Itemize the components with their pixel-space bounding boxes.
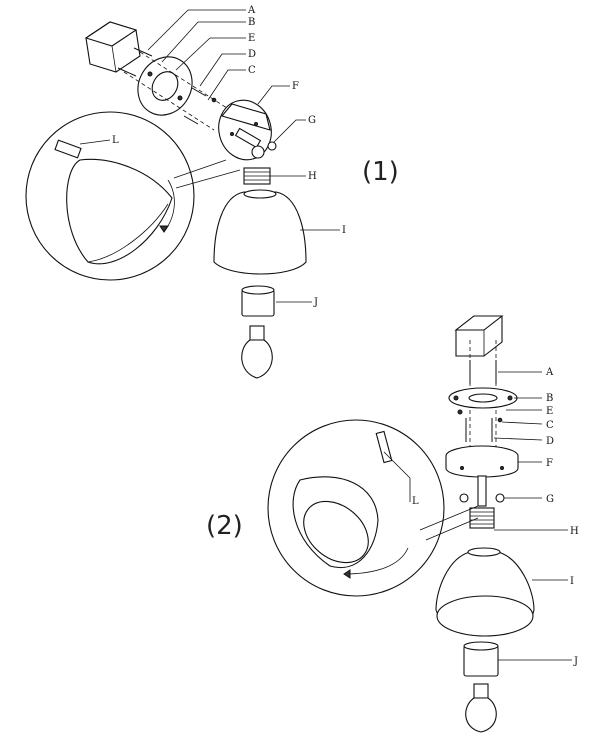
fig2-label-c: C	[546, 420, 554, 431]
fig2-socket-j	[463, 641, 499, 677]
fig1-screw-d	[183, 87, 217, 125]
fig2-labels: A B E C D F G H I J L	[412, 367, 579, 667]
fig1-mounting-plate-b	[137, 56, 193, 116]
figure-2: A B E C D F G H I J L (2)	[206, 315, 579, 733]
fig1-thread-ring-h	[243, 167, 271, 185]
fig2-bulb	[465, 683, 497, 733]
fig1-bulb	[241, 325, 273, 379]
fig2-detail-circle	[267, 419, 479, 597]
fig2-stem	[477, 475, 487, 507]
fig1-leader-lines	[79, 9, 340, 303]
fig2-label-i: I	[570, 576, 574, 587]
fig2-label-j: J	[573, 656, 578, 667]
fig2-junction-box	[454, 315, 504, 357]
fig2-screw-a	[469, 360, 497, 384]
fig1-screw-a	[117, 47, 153, 77]
fig2-leader-lines	[383, 371, 572, 661]
fig2-label-f: F	[546, 458, 553, 469]
fig1-label-i: I	[342, 225, 346, 236]
fig1-label-c: C	[248, 65, 256, 76]
fig1-junction-box	[84, 21, 141, 73]
fig1-label-d: D	[248, 49, 256, 60]
fig2-label-l: L	[412, 496, 419, 507]
fig2-canopy-f	[445, 445, 519, 478]
fig1-label-f: F	[292, 81, 299, 92]
figure-1-label: (1)	[362, 157, 399, 187]
fig1-label-e: E	[248, 33, 255, 44]
fig2-shade-i	[435, 547, 535, 637]
fig1-label-h: H	[308, 171, 317, 182]
figure-2-label: (2)	[206, 511, 243, 541]
fig2-label-d: D	[546, 436, 554, 447]
fig1-detail-circle	[25, 111, 241, 281]
fig2-cap-g	[459, 493, 505, 503]
fig2-mounting-plate-b	[448, 387, 518, 409]
fig2-label-e: E	[546, 406, 553, 417]
fig1-label-b: B	[248, 17, 255, 28]
fig1-label-l: L	[112, 135, 119, 146]
fig2-label-h: H	[570, 526, 579, 537]
fig1-canopy-f	[218, 99, 272, 161]
fig1-arm	[234, 127, 265, 159]
fig2-thread-ring-h	[469, 507, 495, 529]
figure-1: A B E D C F G H I J L (1)	[25, 5, 399, 379]
fig1-shade-i	[213, 189, 307, 275]
fig1-cap-g	[267, 141, 277, 151]
fig1-label-g: G	[308, 115, 316, 126]
fig1-label-a: A	[247, 5, 256, 16]
fig2-screw-d	[457, 409, 503, 442]
fig1-labels: A B E D C F G H I J L	[112, 5, 346, 308]
fig1-socket-j	[241, 285, 275, 317]
fig1-label-j: J	[313, 297, 318, 308]
fig2-label-g: G	[546, 494, 554, 505]
fig2-label-a: A	[545, 367, 554, 378]
fig2-label-b: B	[546, 393, 553, 404]
